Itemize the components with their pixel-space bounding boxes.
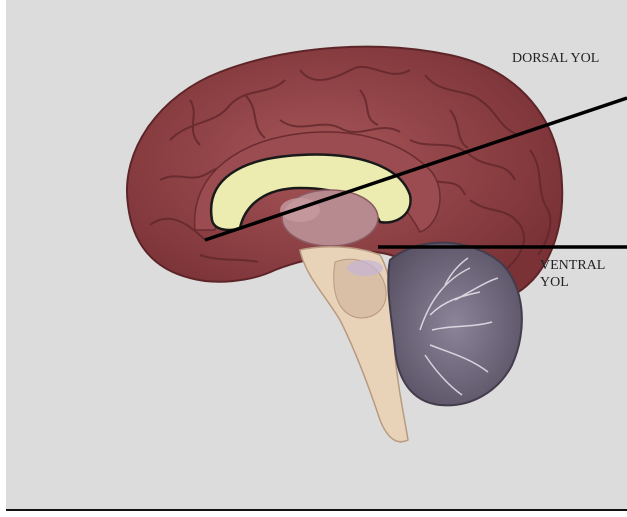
ventral-label-line1: VENTRAL [540,257,605,274]
dorsal-pathway-label: DORSAL YOL [512,50,599,67]
ventral-label-line2: YOL [540,274,605,291]
midbrain [347,260,383,276]
ventral-pathway-label: VENTRAL YOL [540,257,605,291]
cerebellum [388,243,522,406]
